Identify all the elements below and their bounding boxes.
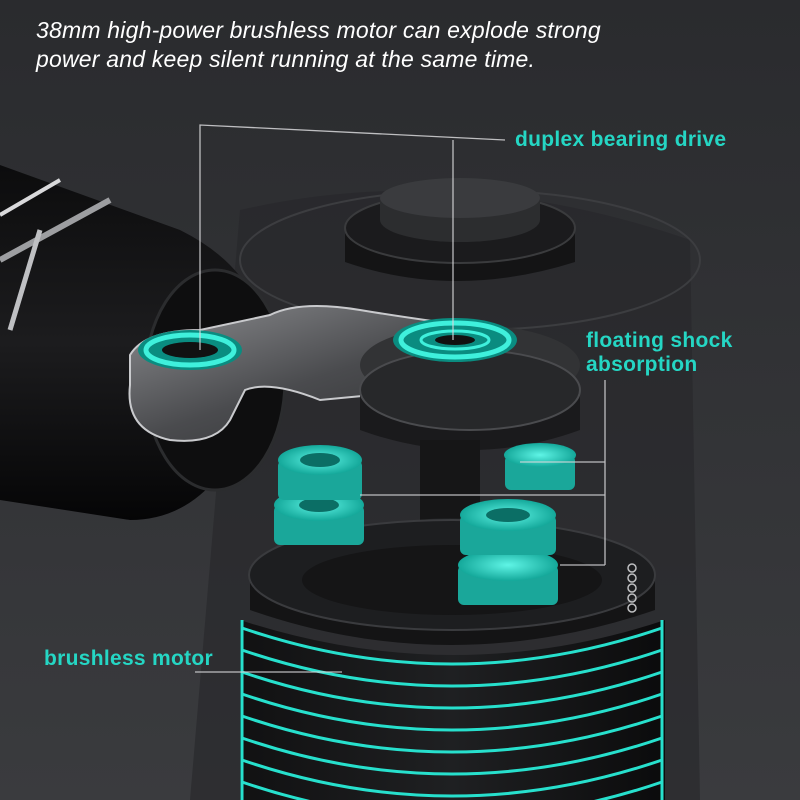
callout-shock-line-2: absorption <box>586 353 698 376</box>
top-cap <box>344 178 576 281</box>
bearing-ring-center <box>393 318 517 362</box>
headline-text: 38mm high-power brushless motor can expl… <box>36 16 736 74</box>
callout-shock-line-1: floating shock <box>586 329 733 352</box>
callout-floating-shock-absorption: floating shock absorption <box>586 329 733 377</box>
callout-leader-lines <box>195 124 606 673</box>
bearing-ring-left <box>138 330 242 370</box>
callout-brushless-motor: brushless motor <box>44 647 214 670</box>
headline-line-1: 38mm high-power brushless motor can expl… <box>36 17 601 43</box>
callout-duplex-bearing-drive: duplex bearing drive <box>515 128 727 151</box>
shock-bushing-1 <box>274 445 364 545</box>
brushless-motor-coils <box>240 620 665 800</box>
shock-bushing-3 <box>458 499 558 605</box>
headline-line-2: power and keep silent running at the sam… <box>36 46 536 72</box>
shock-bushing-2 <box>504 443 576 490</box>
